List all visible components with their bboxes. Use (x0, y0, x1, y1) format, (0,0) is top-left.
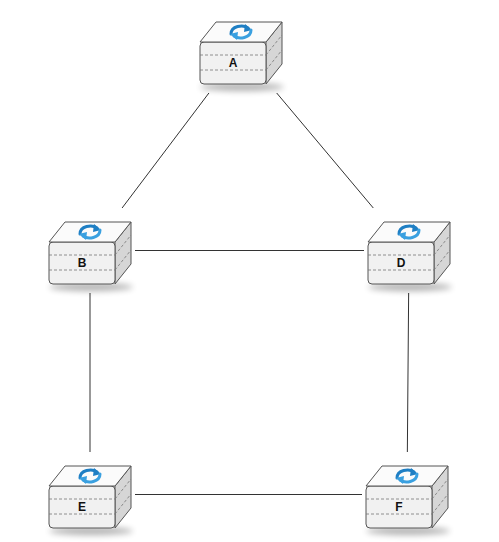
link-line (135, 250, 364, 251)
symbol-arrowhead (230, 32, 238, 40)
router-label: E (49, 500, 115, 514)
panel-divider (432, 479, 448, 499)
router-symbol (230, 24, 252, 40)
router-top (49, 466, 131, 486)
symbol-arrowhead (79, 476, 87, 484)
panel-divider (200, 55, 266, 56)
panel-divider (266, 35, 282, 55)
panel-divider (115, 494, 131, 514)
panel-divider (115, 250, 131, 270)
router-front (200, 42, 266, 84)
panel-divider (49, 499, 115, 500)
panel-divider (115, 479, 131, 499)
router-front (368, 242, 434, 284)
panel-divider (434, 250, 450, 270)
link-line (407, 293, 408, 452)
router-front (49, 486, 115, 528)
router-top (368, 222, 450, 242)
router-node: E (45, 452, 135, 537)
panel-divider (432, 494, 448, 514)
router-icon (362, 452, 452, 537)
router-symbol (398, 224, 420, 240)
router-label: D (368, 256, 434, 270)
panel-divider (366, 499, 432, 500)
symbol-arrowhead (396, 476, 404, 484)
router-node: B (45, 208, 135, 293)
router-node: F (362, 452, 452, 537)
link-line (90, 293, 91, 452)
router-symbol (396, 468, 418, 484)
router-front (366, 486, 432, 528)
link-line (277, 93, 374, 208)
panel-divider (368, 255, 434, 256)
router-label: B (49, 256, 115, 270)
router-icon (196, 8, 286, 93)
symbol-arrowhead (79, 232, 87, 240)
router-front (49, 242, 115, 284)
router-top (49, 222, 131, 242)
router-symbol (79, 468, 101, 484)
router-label: A (200, 56, 266, 70)
router-top (366, 466, 448, 486)
router-icon (45, 452, 135, 537)
panel-divider (49, 255, 115, 256)
router-icon (364, 208, 454, 293)
router-top (200, 22, 282, 42)
link-line (122, 93, 209, 208)
link-line (135, 494, 362, 495)
router-node: A (196, 8, 286, 93)
symbol-arrowhead (398, 232, 406, 240)
panel-divider (266, 50, 282, 70)
router-symbol (79, 224, 101, 240)
router-node: D (364, 208, 454, 293)
panel-divider (115, 235, 131, 255)
panel-divider (434, 235, 450, 255)
router-icon (45, 208, 135, 293)
router-label: F (366, 500, 432, 514)
